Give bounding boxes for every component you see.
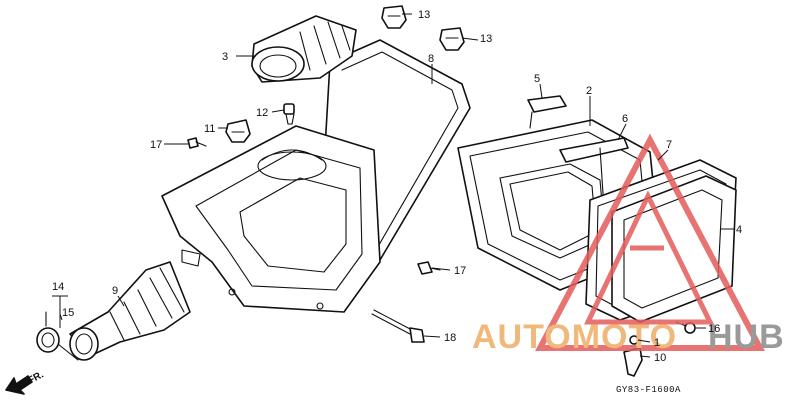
callout-3: 3 [222, 51, 228, 63]
callout-7: 7 [666, 139, 672, 151]
callout-17-left: 17 [150, 139, 162, 151]
callout-4: 4 [736, 224, 742, 236]
front-direction-indicator: FR. [5, 369, 46, 395]
callout-labels: 3 8 13 13 12 11 17 5 2 6 7 4 17 18 16 1 … [52, 9, 742, 364]
callout-16: 16 [708, 323, 720, 335]
part-13-clip-right [439, 27, 465, 51]
part-18-bolt-long [371, 309, 425, 343]
callout-11: 11 [204, 123, 215, 135]
part-9-connecting-tube [69, 261, 191, 361]
callout-14: 14 [52, 281, 64, 293]
drawing-code: GY83-F1600A [616, 385, 681, 395]
callout-15: 15 [62, 307, 74, 319]
callout-10: 10 [654, 352, 666, 364]
leader-lines [52, 13, 734, 358]
callout-18: 18 [444, 332, 456, 344]
part-11-clip [225, 119, 251, 143]
part-17-bolt-left [187, 137, 207, 149]
watermark-logo: AUTOMOTO HUB [472, 133, 785, 356]
callout-9: 9 [112, 285, 118, 297]
callout-1: 1 [654, 337, 660, 349]
part-13-clip-top [381, 5, 407, 29]
callout-17-right: 17 [454, 265, 466, 277]
watermark-text-orange: AUTOMOTO [472, 318, 677, 356]
callout-13-right: 13 [480, 33, 492, 45]
part-3-air-tube [251, 15, 357, 83]
callout-5: 5 [534, 73, 540, 85]
part-5-seal [527, 95, 567, 129]
callout-2: 2 [586, 85, 592, 97]
callout-12: 12 [256, 107, 268, 119]
callout-6: 6 [622, 113, 628, 125]
part-8-air-cleaner-case [161, 39, 471, 313]
part-14-15-band [36, 311, 79, 361]
callout-8: 8 [428, 53, 434, 65]
watermark-text-gray: HUB [708, 318, 785, 356]
part-12-grommet [283, 103, 295, 125]
direction-label: FR. [26, 369, 46, 386]
part-17-bolt-right [417, 261, 441, 275]
callout-13-top: 13 [418, 9, 430, 21]
